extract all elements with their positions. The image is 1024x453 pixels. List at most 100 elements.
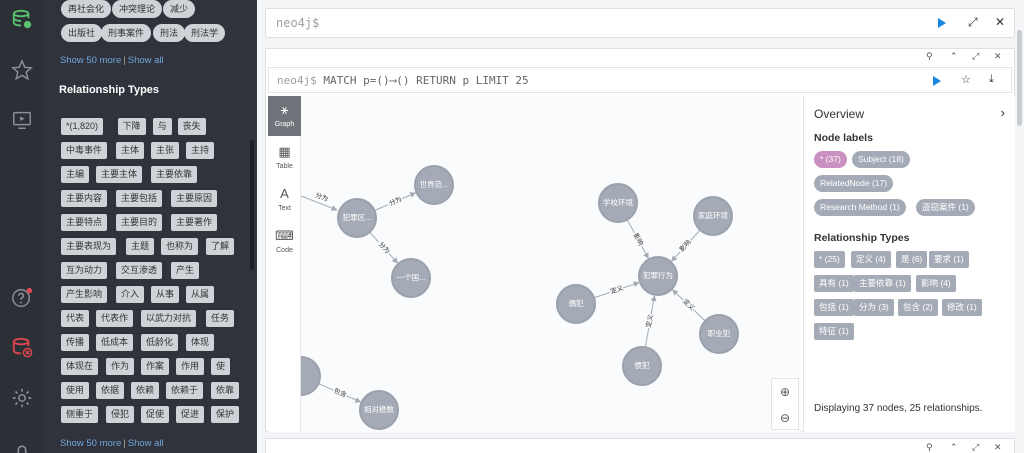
collapse-icon[interactable]: ⌃ bbox=[950, 442, 958, 452]
graph-node[interactable] bbox=[337, 198, 377, 238]
relationship-type-tag[interactable]: 主要包括 bbox=[116, 190, 163, 207]
settings-gear-icon[interactable] bbox=[0, 378, 43, 418]
show-more-link[interactable]: Show 50 more bbox=[60, 55, 122, 66]
node-label-chip[interactable]: Research Method (1) bbox=[814, 199, 906, 216]
relationship-type-tag[interactable]: 体现 bbox=[186, 334, 215, 351]
frame-query-bar[interactable]: neo4j$ MATCH p=()⟶() RETURN p LIMIT 25 ☆… bbox=[268, 67, 1012, 93]
relationship-type-tag[interactable]: 从属 bbox=[186, 286, 215, 303]
pin-icon[interactable]: ⚲ bbox=[926, 442, 933, 452]
graph-canvas[interactable]: 分为分为影响影响定义定义定义包含分为犯罪区...世界范...一个国...学校环境… bbox=[301, 96, 801, 432]
graph-node[interactable] bbox=[359, 390, 399, 430]
pin-icon[interactable]: ⚲ bbox=[926, 51, 933, 61]
close-frame-icon[interactable]: ✕ bbox=[994, 442, 1002, 452]
rel-type-chip[interactable]: 要求 (1) bbox=[929, 251, 969, 268]
zoom-out-icon[interactable]: ⊖ bbox=[779, 411, 791, 425]
relationship-type-tag[interactable]: 主体 bbox=[116, 142, 145, 159]
collapse-overview-icon[interactable]: › bbox=[1000, 105, 1005, 120]
node-label-chip[interactable]: * (37) bbox=[814, 151, 847, 168]
tab-graph[interactable]: ⚹Graph bbox=[268, 96, 301, 136]
rel-type-chip[interactable]: 特征 (1) bbox=[814, 323, 854, 340]
rel-type-chip[interactable]: 分为 (3) bbox=[854, 299, 894, 316]
relationship-type-tag[interactable]: 代表作 bbox=[96, 310, 134, 327]
rel-type-chip[interactable]: 包含 (2) bbox=[898, 299, 938, 316]
relationship-type-tag[interactable]: 以武力对抗 bbox=[141, 310, 197, 327]
tab-code[interactable]: ⌨Code bbox=[268, 222, 301, 262]
tab-table[interactable]: ▦Table bbox=[268, 138, 301, 178]
relationship-type-tag[interactable]: 主张 bbox=[151, 142, 180, 159]
property-key-tag[interactable]: 冲突理论 bbox=[112, 0, 163, 18]
graph-node[interactable] bbox=[622, 346, 662, 386]
rel-type-chip[interactable]: 具有 (1) bbox=[814, 275, 854, 292]
relationship-type-tag[interactable]: 主要表现为 bbox=[61, 238, 117, 255]
relationship-type-tag[interactable]: 主要主体 bbox=[96, 166, 143, 183]
relationship-type-tag[interactable]: 交互渗透 bbox=[116, 262, 163, 279]
relationship-type-tag[interactable]: 产生影响 bbox=[61, 286, 108, 303]
show-all-link[interactable]: Show all bbox=[127, 55, 164, 66]
relationship-type-tag[interactable]: 主要依靠 bbox=[151, 166, 198, 183]
fullscreen-frame-icon[interactable]: ⤢ bbox=[972, 51, 980, 61]
relationship-type-tag[interactable]: 促使 bbox=[141, 406, 170, 423]
collapse-icon[interactable]: ⌃ bbox=[950, 51, 958, 61]
graph-node[interactable] bbox=[414, 165, 454, 205]
rel-type-chip[interactable]: * (25) bbox=[814, 251, 845, 268]
zoom-in-icon[interactable]: ⊕ bbox=[779, 385, 791, 399]
clear-editor-icon[interactable]: ✕ bbox=[995, 15, 1006, 29]
rel-type-chip[interactable]: 修改 (1) bbox=[942, 299, 982, 316]
graph-node[interactable] bbox=[638, 256, 678, 296]
relationship-type-tag[interactable]: 依据 bbox=[96, 382, 125, 399]
rel-type-chip[interactable]: 包括 (1) bbox=[814, 299, 854, 316]
relationship-type-tag[interactable]: 也称为 bbox=[161, 238, 199, 255]
relationship-type-tag[interactable]: 依赖于 bbox=[166, 382, 204, 399]
relationship-type-tag[interactable]: 产生 bbox=[171, 262, 200, 279]
relationship-type-tag[interactable]: 主要内容 bbox=[61, 190, 108, 207]
node-label-chip[interactable]: Subject (18) bbox=[852, 151, 910, 168]
help-icon[interactable] bbox=[0, 278, 43, 318]
property-key-tag[interactable]: 出版社 bbox=[61, 24, 103, 42]
relationship-type-tag[interactable]: 主编 bbox=[61, 166, 90, 183]
relationship-type-tag[interactable]: 促进 bbox=[176, 406, 205, 423]
relationship-type-tag[interactable]: 了解 bbox=[206, 238, 235, 255]
close-frame-icon[interactable]: ✕ bbox=[994, 51, 1002, 61]
rel-type-chip[interactable]: 影响 (4) bbox=[916, 275, 956, 292]
graph-relationship[interactable] bbox=[626, 219, 649, 259]
relationship-type-tag[interactable]: 低龄化 bbox=[141, 334, 179, 351]
download-icon[interactable]: ⤓ bbox=[989, 73, 994, 85]
rerun-query-icon[interactable] bbox=[933, 76, 941, 86]
relationship-type-tag[interactable]: 主要目的 bbox=[116, 214, 163, 231]
graph-relationship[interactable] bbox=[318, 383, 362, 403]
graph-node[interactable] bbox=[391, 258, 431, 298]
graph-node[interactable] bbox=[556, 284, 596, 324]
fullscreen-editor-icon[interactable]: ⤢ bbox=[968, 15, 978, 29]
graph-node[interactable] bbox=[699, 314, 739, 354]
graph-relationship[interactable] bbox=[671, 229, 701, 262]
graph-relationship[interactable] bbox=[374, 192, 417, 211]
fullscreen-frame-icon[interactable]: ⤢ bbox=[972, 442, 980, 452]
property-key-tag[interactable]: 刑法 bbox=[153, 24, 186, 42]
database-icon[interactable] bbox=[0, 0, 43, 40]
relationship-type-tag[interactable]: 传播 bbox=[61, 334, 90, 351]
node-label-chip[interactable]: RelatedNode (17) bbox=[814, 175, 894, 192]
relationship-type-tag[interactable]: 体现在 bbox=[61, 358, 99, 375]
graph-node[interactable] bbox=[693, 196, 733, 236]
relationship-type-tag[interactable]: 使 bbox=[211, 358, 231, 375]
drawer-scrollbar[interactable] bbox=[250, 140, 254, 270]
run-query-icon[interactable] bbox=[938, 18, 946, 28]
relationship-type-tag[interactable]: 任务 bbox=[206, 310, 235, 327]
relationship-type-tag[interactable]: 作为 bbox=[106, 358, 135, 375]
relationship-type-tag[interactable]: 与 bbox=[152, 118, 172, 135]
relationship-type-tag[interactable]: 主题 bbox=[126, 238, 155, 255]
plugin-icon[interactable] bbox=[0, 428, 43, 453]
graph-relationship[interactable] bbox=[644, 295, 657, 348]
relationship-type-tag[interactable]: 侵犯 bbox=[106, 406, 135, 423]
query-editor[interactable]: neo4j$ ⤢ ✕ bbox=[265, 8, 1015, 38]
relationship-type-tag[interactable]: 依靠 bbox=[211, 382, 240, 399]
graph-relationship[interactable] bbox=[672, 289, 706, 322]
relationship-type-tag[interactable]: 丧失 bbox=[177, 118, 206, 135]
disconnected-db-icon[interactable] bbox=[0, 328, 43, 368]
graph-relationship[interactable] bbox=[301, 195, 338, 211]
relationship-type-tag[interactable]: 主持 bbox=[186, 142, 215, 159]
relationship-type-tag[interactable]: *(1,820) bbox=[61, 118, 104, 135]
relationship-type-tag[interactable]: 主要特点 bbox=[61, 214, 108, 231]
relationship-type-tag[interactable]: 主要原因 bbox=[171, 190, 218, 207]
property-key-tag[interactable]: 再社会化 bbox=[61, 0, 112, 18]
